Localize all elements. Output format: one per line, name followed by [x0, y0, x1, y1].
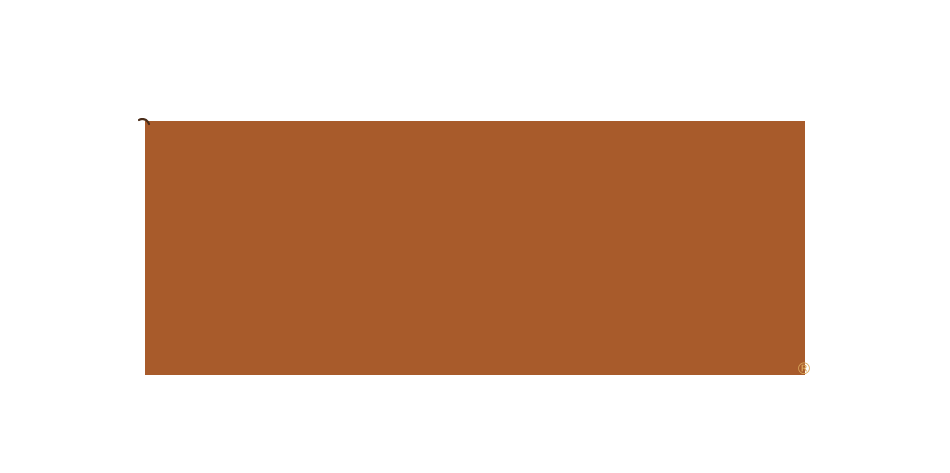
registered-trademark-icon: ®: [796, 359, 812, 378]
orange-panel: [145, 121, 805, 375]
